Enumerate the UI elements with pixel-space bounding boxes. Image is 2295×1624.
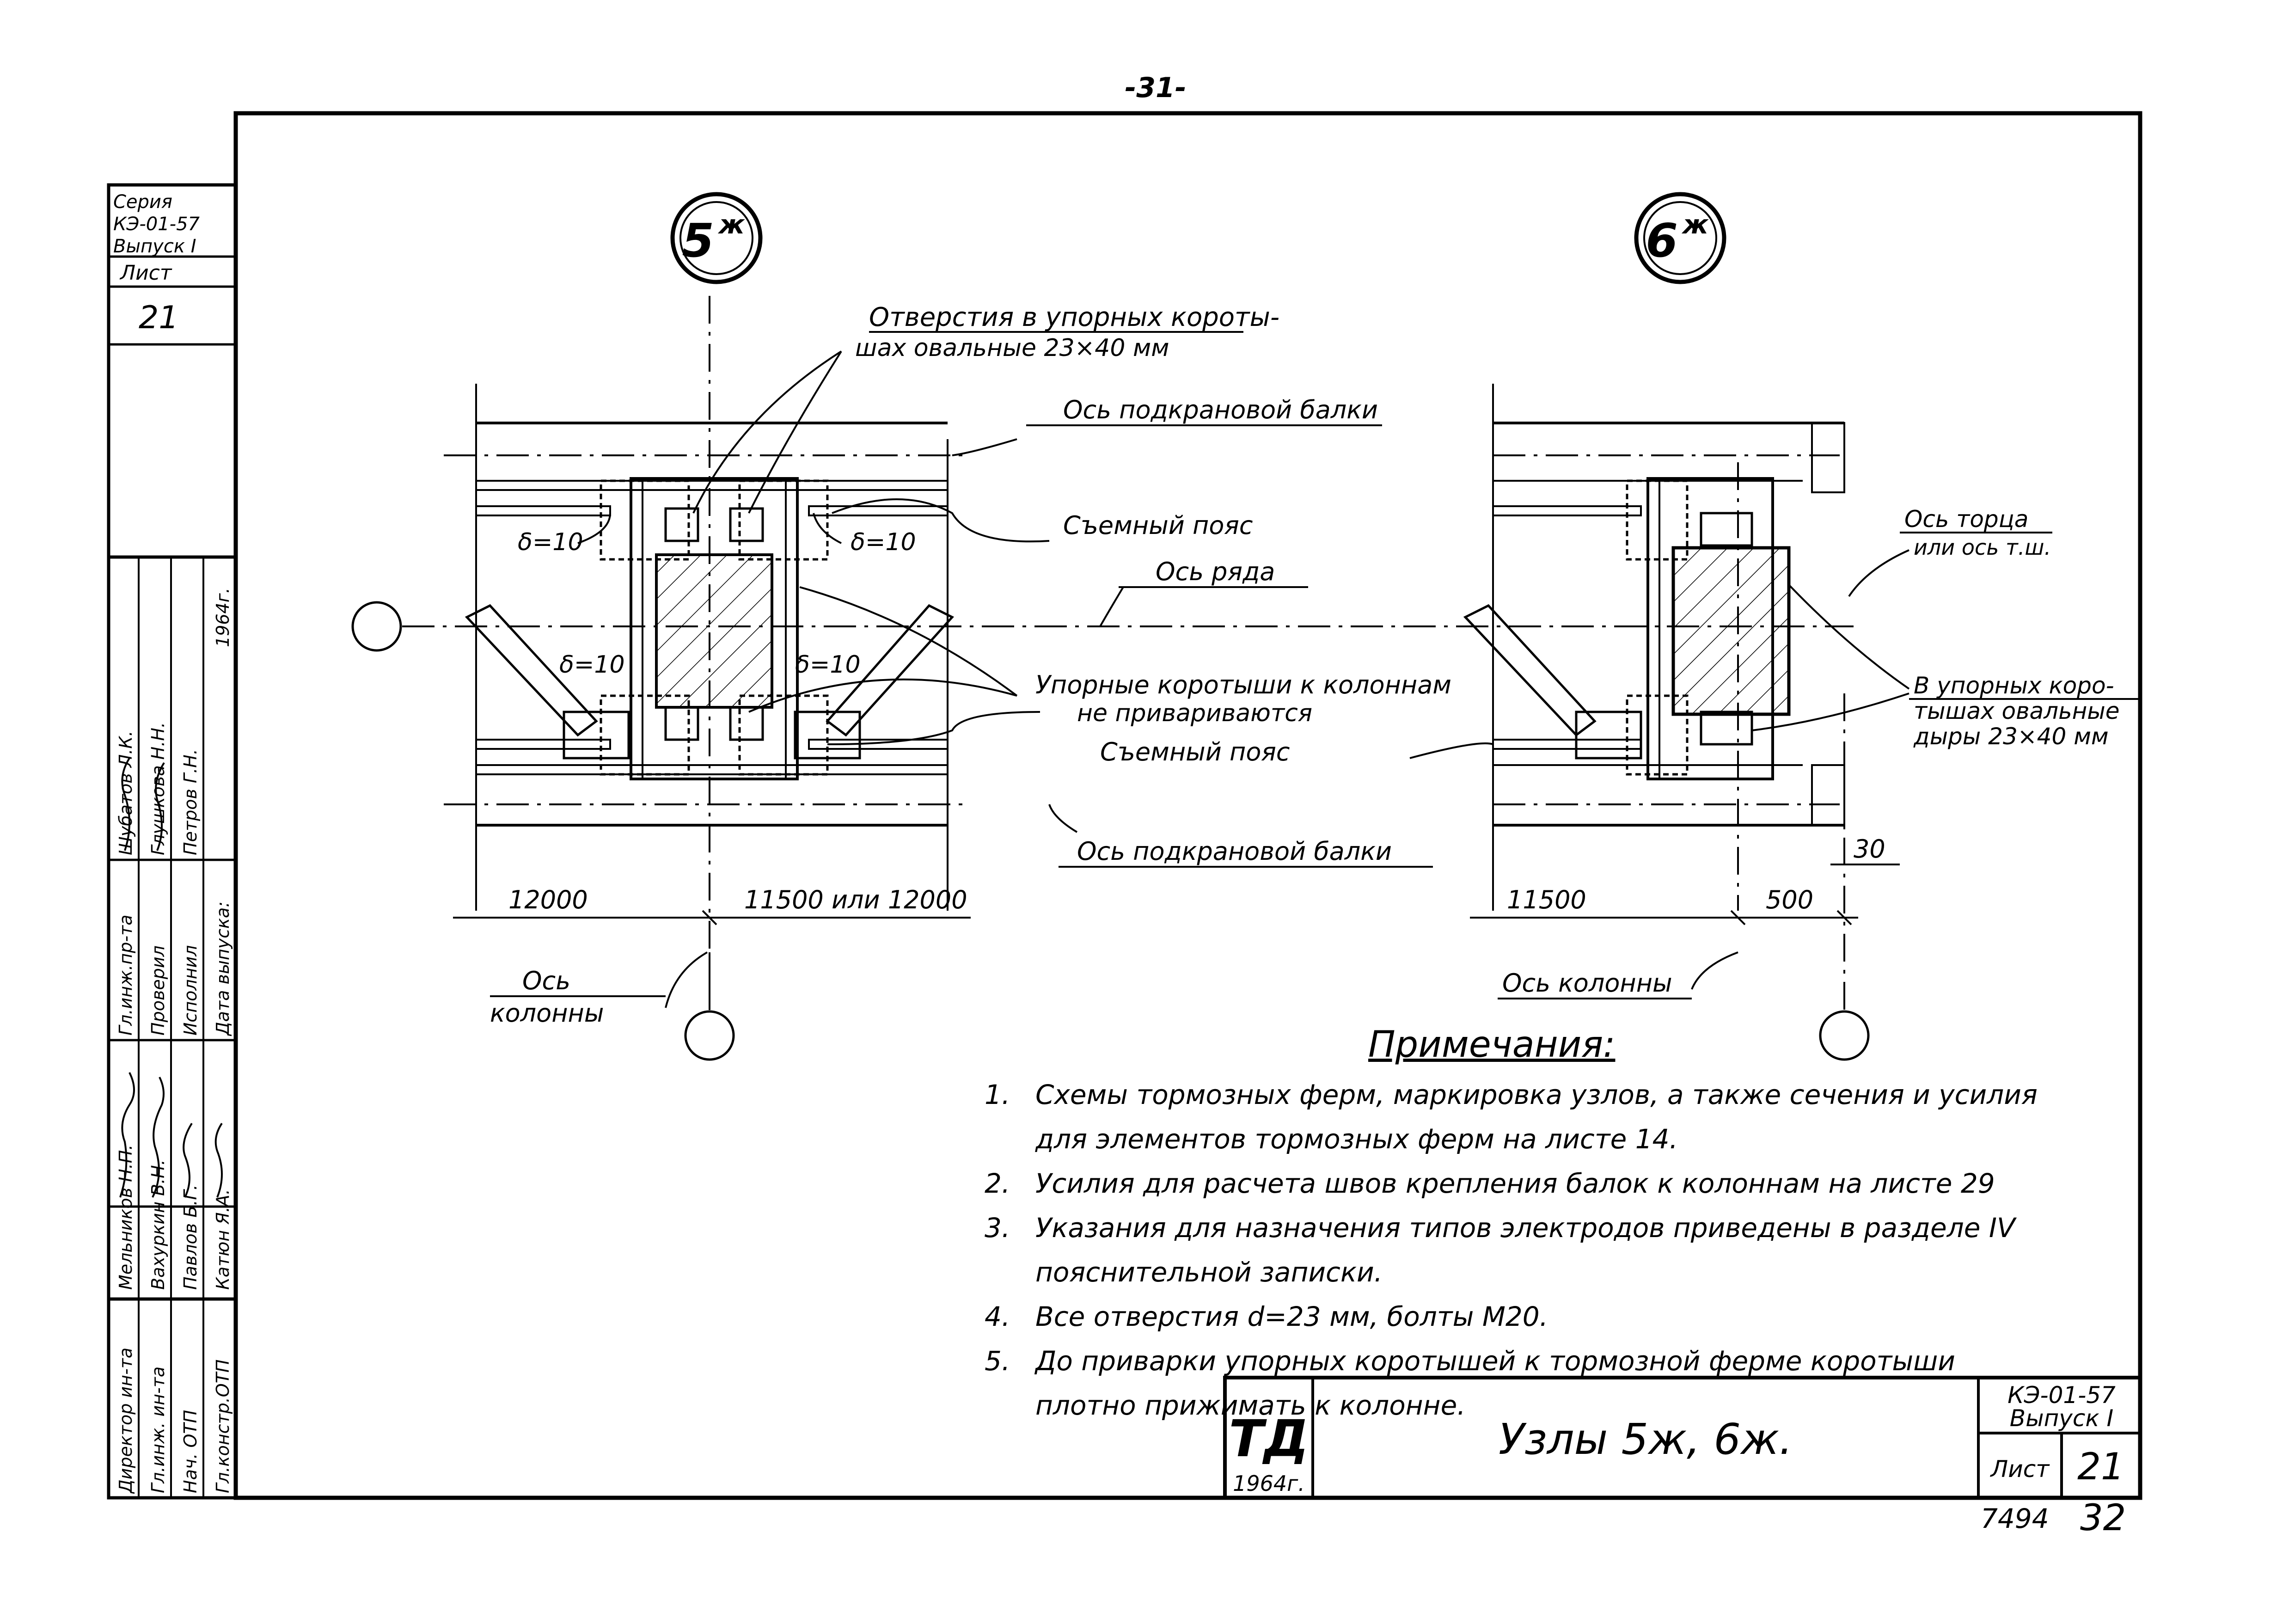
delta-label-4: δ=10 bbox=[795, 651, 861, 679]
node-6-drawing bbox=[1463, 384, 1845, 1010]
sidebar-name-right-2: Глушкова Н.Н. bbox=[148, 722, 168, 855]
column-axis-marker-left bbox=[684, 1010, 735, 1061]
label-oval-holes-line2: тышах овальные bbox=[1914, 698, 2120, 724]
node-6-mark: ж bbox=[1681, 210, 1709, 240]
note-3-line2: пояснительной записки. bbox=[1035, 1256, 1383, 1288]
title-block-logo: ТД bbox=[1229, 1409, 1309, 1468]
title-block-series-code: КЭ-01-57 bbox=[2007, 1382, 2116, 1409]
label-column-axis-left-2: колонны bbox=[490, 999, 604, 1028]
note-1-num: 1. bbox=[985, 1079, 1010, 1110]
sidebar-sheet-label: Лист bbox=[119, 261, 172, 285]
delta-label-1: δ=10 bbox=[518, 528, 583, 556]
note-item-5: 5. До приварки упорных коротышей к тормо… bbox=[985, 1339, 2117, 1428]
sidebar-role-right-1: Гл.инж.пр-та bbox=[116, 915, 136, 1036]
title-block-logo-year: 1964г. bbox=[1233, 1471, 1305, 1496]
note-item-3: 3. Указания для назначения типов электро… bbox=[985, 1206, 2117, 1294]
page-number: -31- bbox=[1125, 72, 1186, 104]
dim-11500: 11500 bbox=[1507, 885, 1586, 914]
label-column-axis-left-1: Ось bbox=[522, 966, 570, 995]
label-stops-line1: Упорные коротыши к колоннам bbox=[1035, 670, 1451, 699]
sidebar-name-right-3: Петров Г.Н. bbox=[180, 749, 201, 855]
sidebar-sheet-number: 21 bbox=[139, 300, 179, 336]
delta-label-3: δ=10 bbox=[559, 651, 625, 679]
note-item-4: 4. Все отверстия d=23 мм, болты М20. bbox=[985, 1294, 2117, 1339]
signature-2 bbox=[152, 1077, 165, 1198]
sidebar-series-code: КЭ-01-57 bbox=[113, 214, 200, 235]
leader-lines bbox=[577, 350, 1910, 1008]
label-holes-line1: Отверстия в упорных короты- bbox=[869, 302, 1279, 332]
sidebar-series-label: Серия bbox=[113, 191, 172, 213]
dim-500: 500 bbox=[1766, 885, 1813, 914]
label-end-axis-line1: Ось торца bbox=[1904, 506, 2028, 533]
sidebar-name-left-3: Павлов Б.Г. bbox=[180, 1184, 201, 1290]
sidebar-name-left-4: Катюн Я.А. bbox=[213, 1189, 233, 1290]
label-removable-belt-1: Съемный пояс bbox=[1063, 511, 1253, 540]
title-block-issue: Выпуск I bbox=[2010, 1405, 2113, 1432]
archive-number: 7494 bbox=[1981, 1503, 2049, 1534]
dim-12000: 12000 bbox=[508, 885, 588, 914]
note-3-num: 3. bbox=[985, 1212, 1010, 1244]
note-1-line1: Схемы тормозных ферм, маркировка узлов, … bbox=[1035, 1079, 2038, 1110]
notes-list: 1. Схемы тормозных ферм, маркировка узло… bbox=[985, 1072, 2117, 1428]
title-block-sheet-label: Лист bbox=[1990, 1456, 2050, 1483]
signature-3 bbox=[183, 1122, 193, 1198]
column-axis-marker-right bbox=[1819, 1010, 1870, 1061]
node-5-mark: ж bbox=[717, 210, 745, 240]
title-block bbox=[1223, 1376, 2142, 1500]
sidebar-role-left-4: Гл.констр.ОТП bbox=[213, 1359, 233, 1493]
signature-4 bbox=[214, 1122, 223, 1198]
sidebar-name-right-1: Шубатов Л.К. bbox=[116, 731, 136, 855]
sidebar-role-right-3: Исполнил bbox=[180, 945, 201, 1036]
dim-11500-or-12000: 11500 или 12000 bbox=[744, 885, 967, 914]
sidebar-issue: Выпуск I bbox=[113, 236, 196, 257]
label-oval-holes-line3: дыры 23×40 мм bbox=[1913, 723, 2109, 750]
note-5-line2: плотно прижимать к колонне. bbox=[1035, 1390, 1466, 1421]
delta-label-2: δ=10 bbox=[851, 528, 916, 556]
dim-30: 30 bbox=[1854, 834, 1885, 864]
note-4-line1: Все отверстия d=23 мм, болты М20. bbox=[1035, 1301, 1548, 1332]
note-1-line2: для элементов тормозных ферм на листе 14… bbox=[1035, 1123, 1678, 1155]
title-block-sheet-number: 21 bbox=[2077, 1445, 2124, 1488]
note-item-2: 2. Усилия для расчета швов крепления бал… bbox=[985, 1161, 2117, 1206]
sidebar-role-right-4: Дата выпуска: bbox=[213, 901, 233, 1036]
title-block-title: Узлы 5ж, 6ж. bbox=[1499, 1415, 1793, 1464]
sidebar-role-left-1: Директор ин-та bbox=[116, 1348, 136, 1494]
label-oval-holes-line1: В упорных коро- bbox=[1914, 672, 2114, 699]
sidebar: Серия КЭ-01-57 Выпуск I Лист 21 Директор… bbox=[107, 183, 238, 1500]
note-2-line1: Усилия для расчета швов крепления балок … bbox=[1035, 1168, 1995, 1199]
label-stops-line2: не привариваются bbox=[1077, 699, 1312, 727]
label-column-axis-right: Ось колонны bbox=[1502, 968, 1672, 998]
dimension-lines bbox=[453, 864, 1900, 925]
note-5-num: 5. bbox=[985, 1345, 1010, 1377]
signature-1 bbox=[119, 1072, 135, 1198]
sidebar-role-left-3: Нач. ОТП bbox=[180, 1410, 201, 1493]
node-5-number: 5 bbox=[682, 214, 714, 268]
node-5-marker: 5 ж bbox=[670, 192, 763, 284]
note-5-line1: До приварки упорных коротышей к тормозно… bbox=[1035, 1345, 1955, 1377]
archive-page: 32 bbox=[2080, 1497, 2126, 1539]
signature-6 bbox=[155, 762, 165, 851]
row-axis-marker-left bbox=[351, 601, 402, 652]
sidebar-year: 1964г. bbox=[213, 588, 233, 647]
note-item-1: 1. Схемы тормозных ферм, маркировка узло… bbox=[985, 1072, 2117, 1161]
label-row-axis: Ось ряда bbox=[1156, 557, 1275, 586]
sidebar-role-right-2: Проверил bbox=[148, 945, 168, 1036]
node-6-marker: 6 ж bbox=[1634, 192, 1726, 284]
label-end-axis-line2: или ось т.ш. bbox=[1914, 535, 2051, 560]
note-3-line1: Указания для назначения типов электродов… bbox=[1035, 1212, 2015, 1244]
label-crane-beam-axis-top: Ось подкрановой балки bbox=[1063, 395, 1378, 424]
label-crane-beam-axis-bottom: Ось подкрановой балки bbox=[1077, 837, 1392, 866]
notes-title: Примечания: bbox=[1368, 1024, 1616, 1066]
node-5-drawing: δ=10 δ=10 δ=10 δ=10 bbox=[402, 296, 1854, 1010]
label-removable-belt-2: Съемный пояс bbox=[1100, 737, 1290, 766]
sidebar-role-left-2: Гл.инж. ин-та bbox=[148, 1367, 168, 1493]
note-2-num: 2. bbox=[985, 1168, 1010, 1199]
label-holes-line2: шах овальные 23×40 мм bbox=[855, 334, 1169, 362]
signature-5 bbox=[121, 757, 130, 851]
node-6-number: 6 bbox=[1646, 214, 1678, 268]
note-4-num: 4. bbox=[985, 1301, 1010, 1332]
